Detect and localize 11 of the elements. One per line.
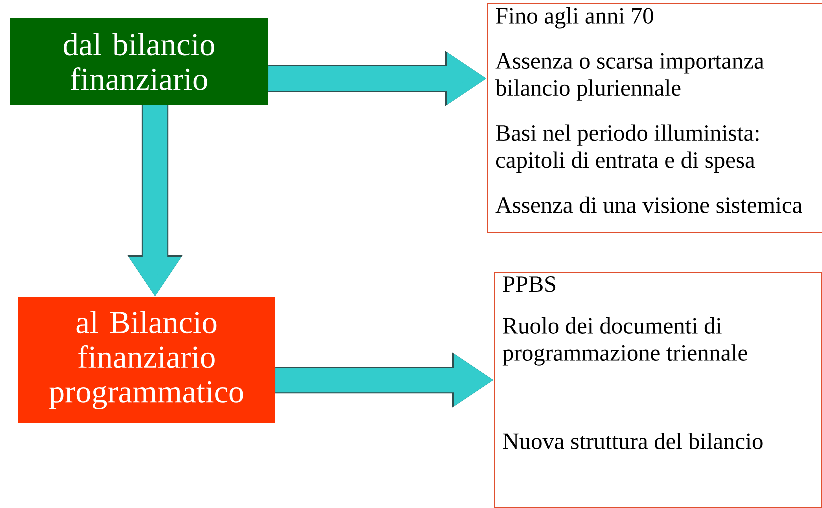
list-item: Fino agli anni 70: [496, 8, 654, 29]
list-item: Basi nel periodo illuminista: capitoli di entrata e di spesa: [496, 124, 759, 173]
text-box: [494, 272, 822, 508]
list-item: Nuova struttura del bilancio: [503, 433, 763, 450]
process-box: al Bilancio finanziario programmatico: [18, 297, 276, 424]
list-item: Assenza o scarsa importanza bilancio pluriennale: [496, 53, 764, 101]
text-box: [487, 3, 822, 234]
list-item: PPBS: [503, 276, 556, 292]
list-item: Assenza di una visione sistemica: [496, 196, 802, 214]
process-box: dal bilancio finanziario: [10, 18, 268, 106]
list-item: Ruolo dei documenti di programmazione triennale: [502, 318, 748, 366]
